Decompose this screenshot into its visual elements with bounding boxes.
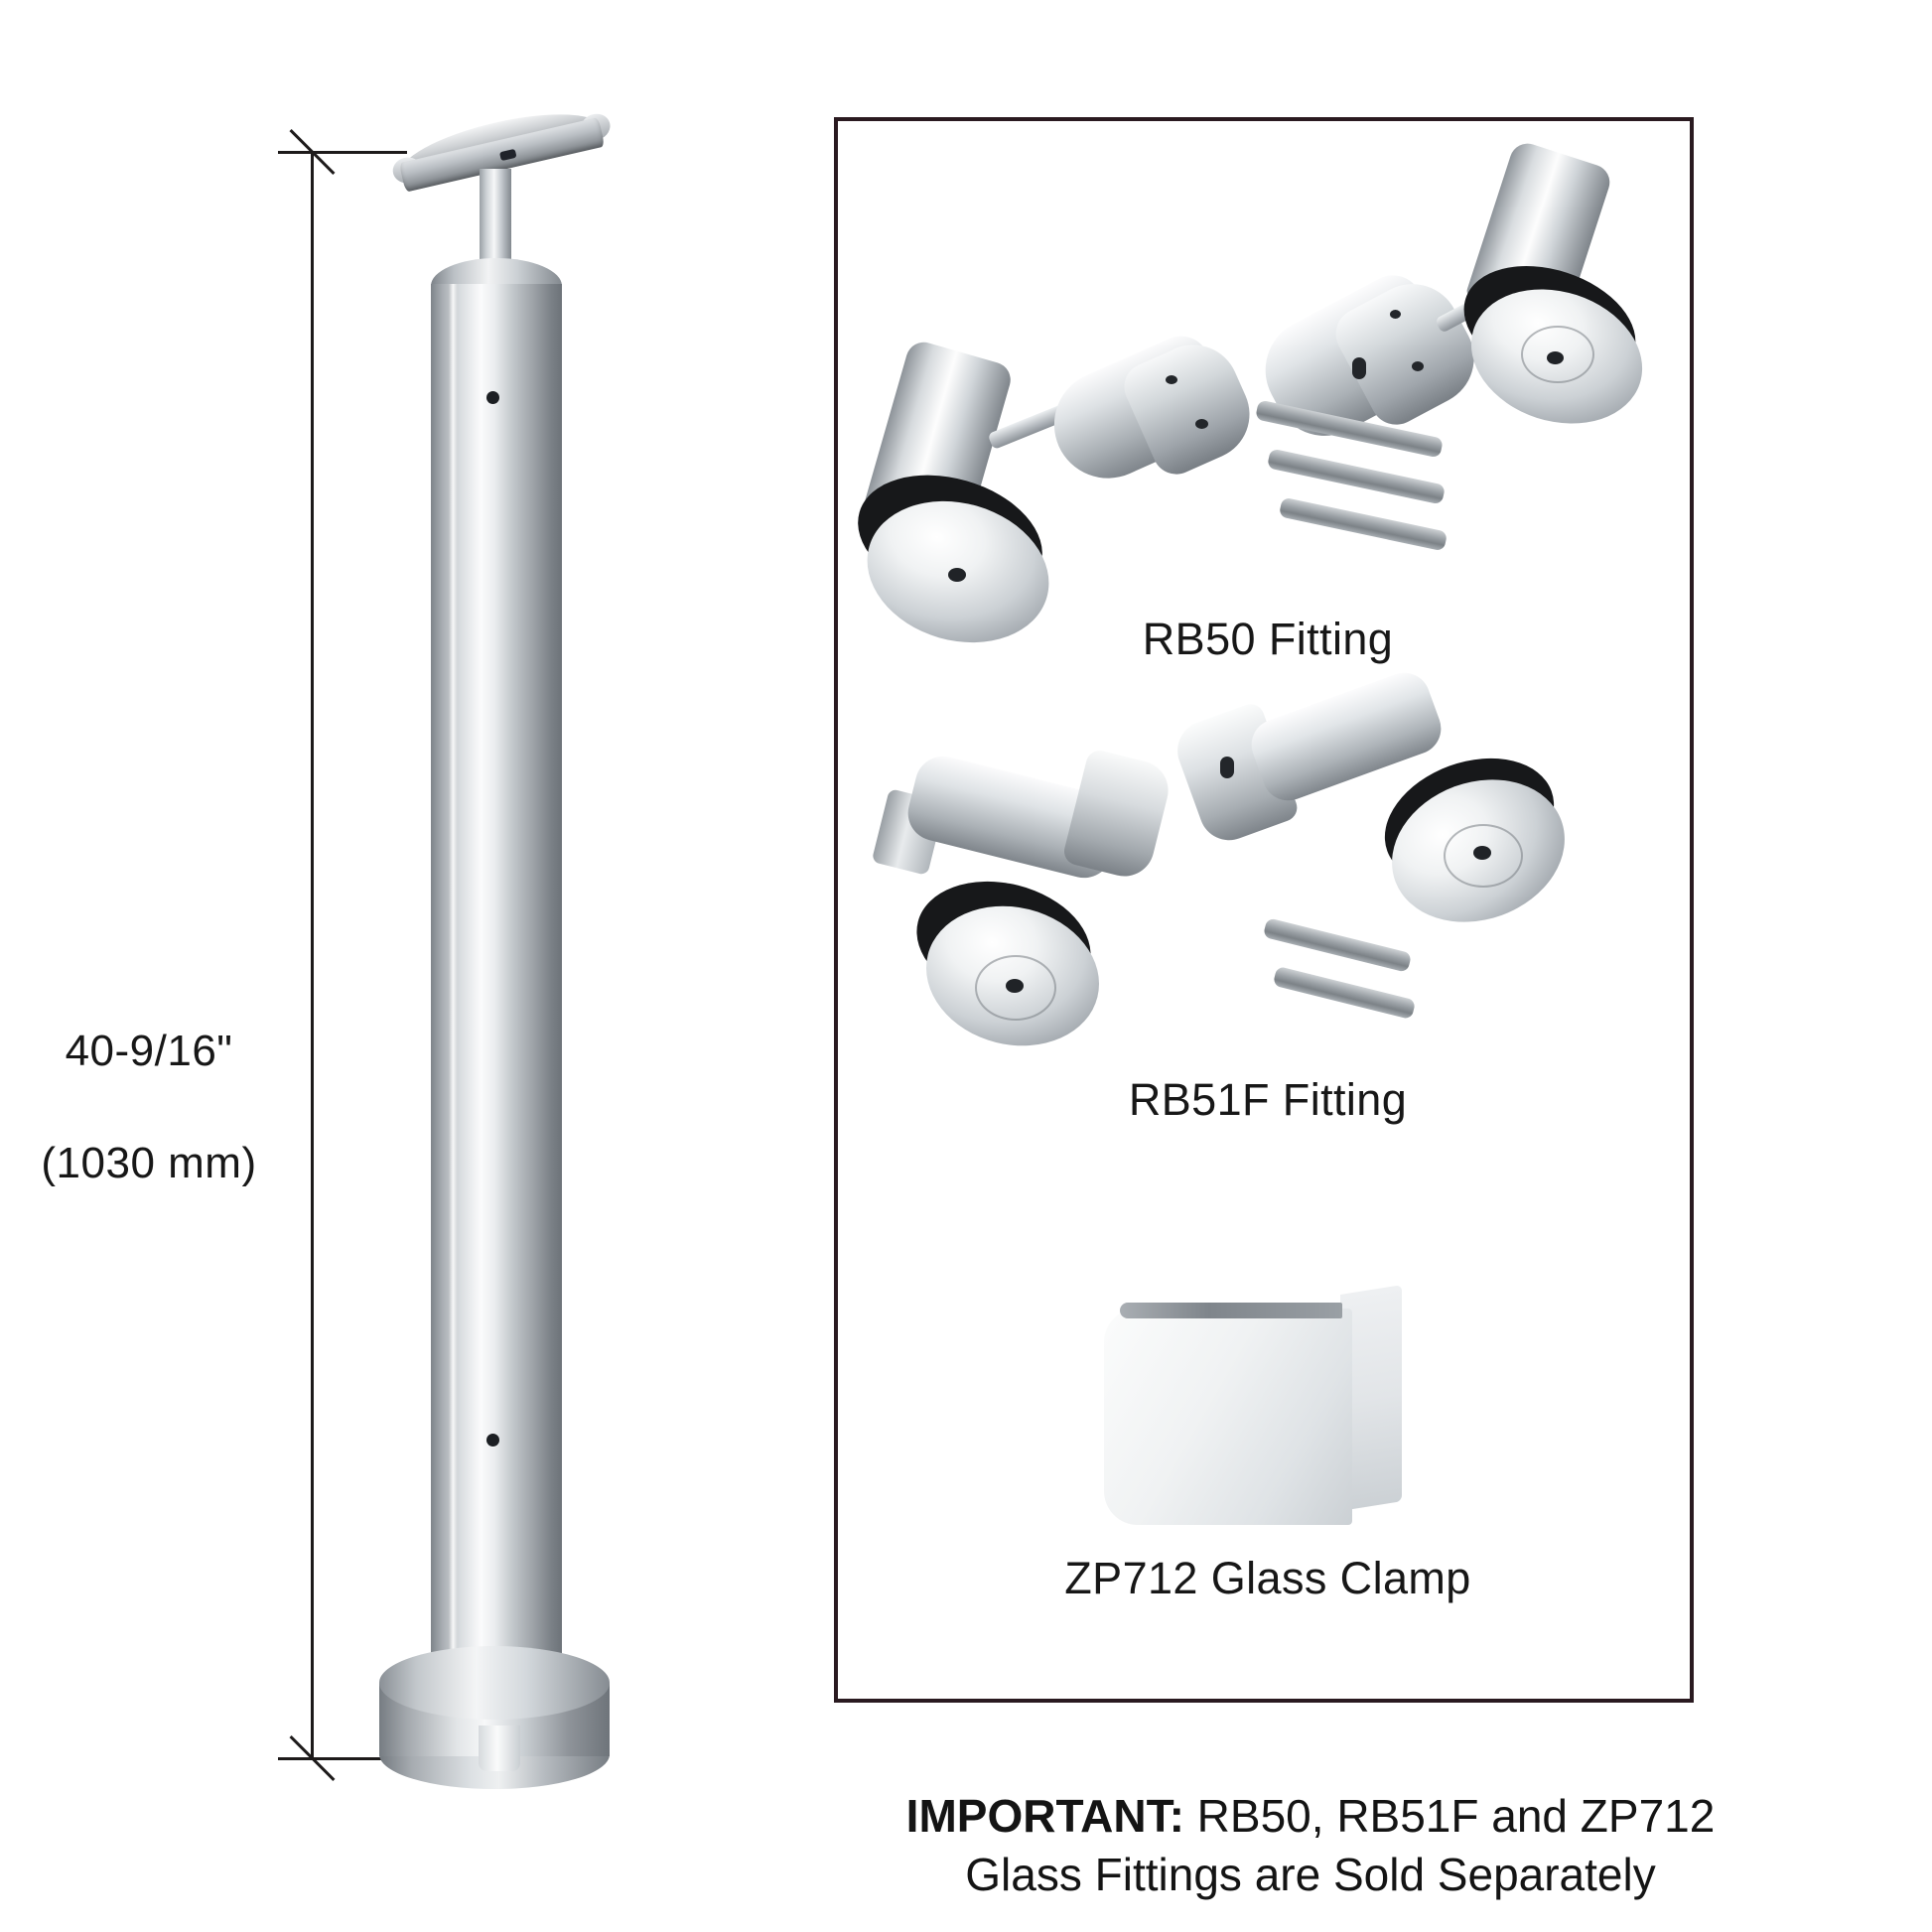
zp712-glass-clamp: [1104, 1285, 1402, 1525]
dimension-label: 40-9/16" (1030 mm): [0, 968, 298, 1248]
rb50-caption: RB50 Fitting: [1142, 614, 1394, 664]
post-mounting-hole-upper: [486, 391, 499, 404]
glass-railing-post: [379, 99, 715, 1797]
clamp-glass-slot: [1120, 1303, 1342, 1318]
post-mounting-hole-lower: [486, 1434, 499, 1447]
important-note: IMPORTANT: RB50, RB51F and ZP712 Glass F…: [755, 1787, 1866, 1904]
rb50-hex-key-2: [1266, 448, 1447, 505]
rb50-cone-right-hole-b: [1390, 310, 1401, 319]
fittings-panel: RB50 Fitting RB51F Fitting ZP712 Glass C…: [834, 117, 1694, 1703]
dimension-imperial: 40-9/16": [65, 1027, 233, 1076]
clamp-front-face: [1104, 1309, 1352, 1525]
post-dimension-figure: 40-9/16" (1030 mm): [0, 0, 834, 1932]
dimension-metric: (1030 mm): [41, 1138, 257, 1187]
rb51f-left-wedge-body: [1061, 748, 1174, 883]
rb50-left-disc-setscrew-hole: [948, 568, 966, 582]
rb51f-right-disc-setscrew-hole: [1473, 846, 1491, 860]
rb51f-right-wedge-slot: [1220, 757, 1234, 778]
zp712-caption: ZP712 Glass Clamp: [1064, 1553, 1471, 1603]
rb51f-left-disc-ring: [975, 955, 1056, 1021]
dimension-line: [311, 151, 314, 1759]
rb50-right-disc-ring: [1521, 326, 1594, 383]
rb50-cone-right-hole-a: [1412, 361, 1424, 371]
zp712-glass-clamp-group: ZP712 Glass Clamp: [838, 1233, 1698, 1650]
rb50-hex-key-3: [1278, 496, 1449, 552]
rb51f-left-disc-setscrew-hole: [1006, 979, 1024, 993]
dimension-extension-line-bottom: [278, 1757, 407, 1760]
base-flange-notch: [479, 1725, 520, 1771]
important-note-line-2: Glass Fittings are Sold Separately: [965, 1848, 1656, 1900]
important-note-line-1: IMPORTANT: RB50, RB51F and ZP712: [755, 1787, 1866, 1846]
rb50-cone-right-slot: [1352, 357, 1366, 379]
rb50-cone-left-hole-b: [1195, 419, 1208, 429]
base-flange-top: [379, 1646, 610, 1720]
rb51f-right-disc-ring: [1444, 824, 1523, 888]
important-label: IMPORTANT:: [905, 1790, 1184, 1842]
rb50-right-disc-setscrew-hole: [1547, 351, 1564, 364]
important-note-line-1-rest: RB50, RB51F and ZP712: [1183, 1790, 1716, 1842]
rb51f-fitting-group: RB51F Fitting: [838, 618, 1698, 1193]
rb51f-caption: RB51F Fitting: [1128, 1074, 1408, 1125]
rb50-fitting-group: RB50 Fitting: [838, 121, 1698, 717]
post-tube-highlight: [449, 284, 458, 1686]
rb50-cone-left-hole-a: [1166, 375, 1177, 384]
dimension-extension-line-top: [278, 151, 407, 154]
rb51f-hex-key-2: [1272, 965, 1417, 1021]
rb51f-hex-key-1: [1262, 917, 1413, 973]
